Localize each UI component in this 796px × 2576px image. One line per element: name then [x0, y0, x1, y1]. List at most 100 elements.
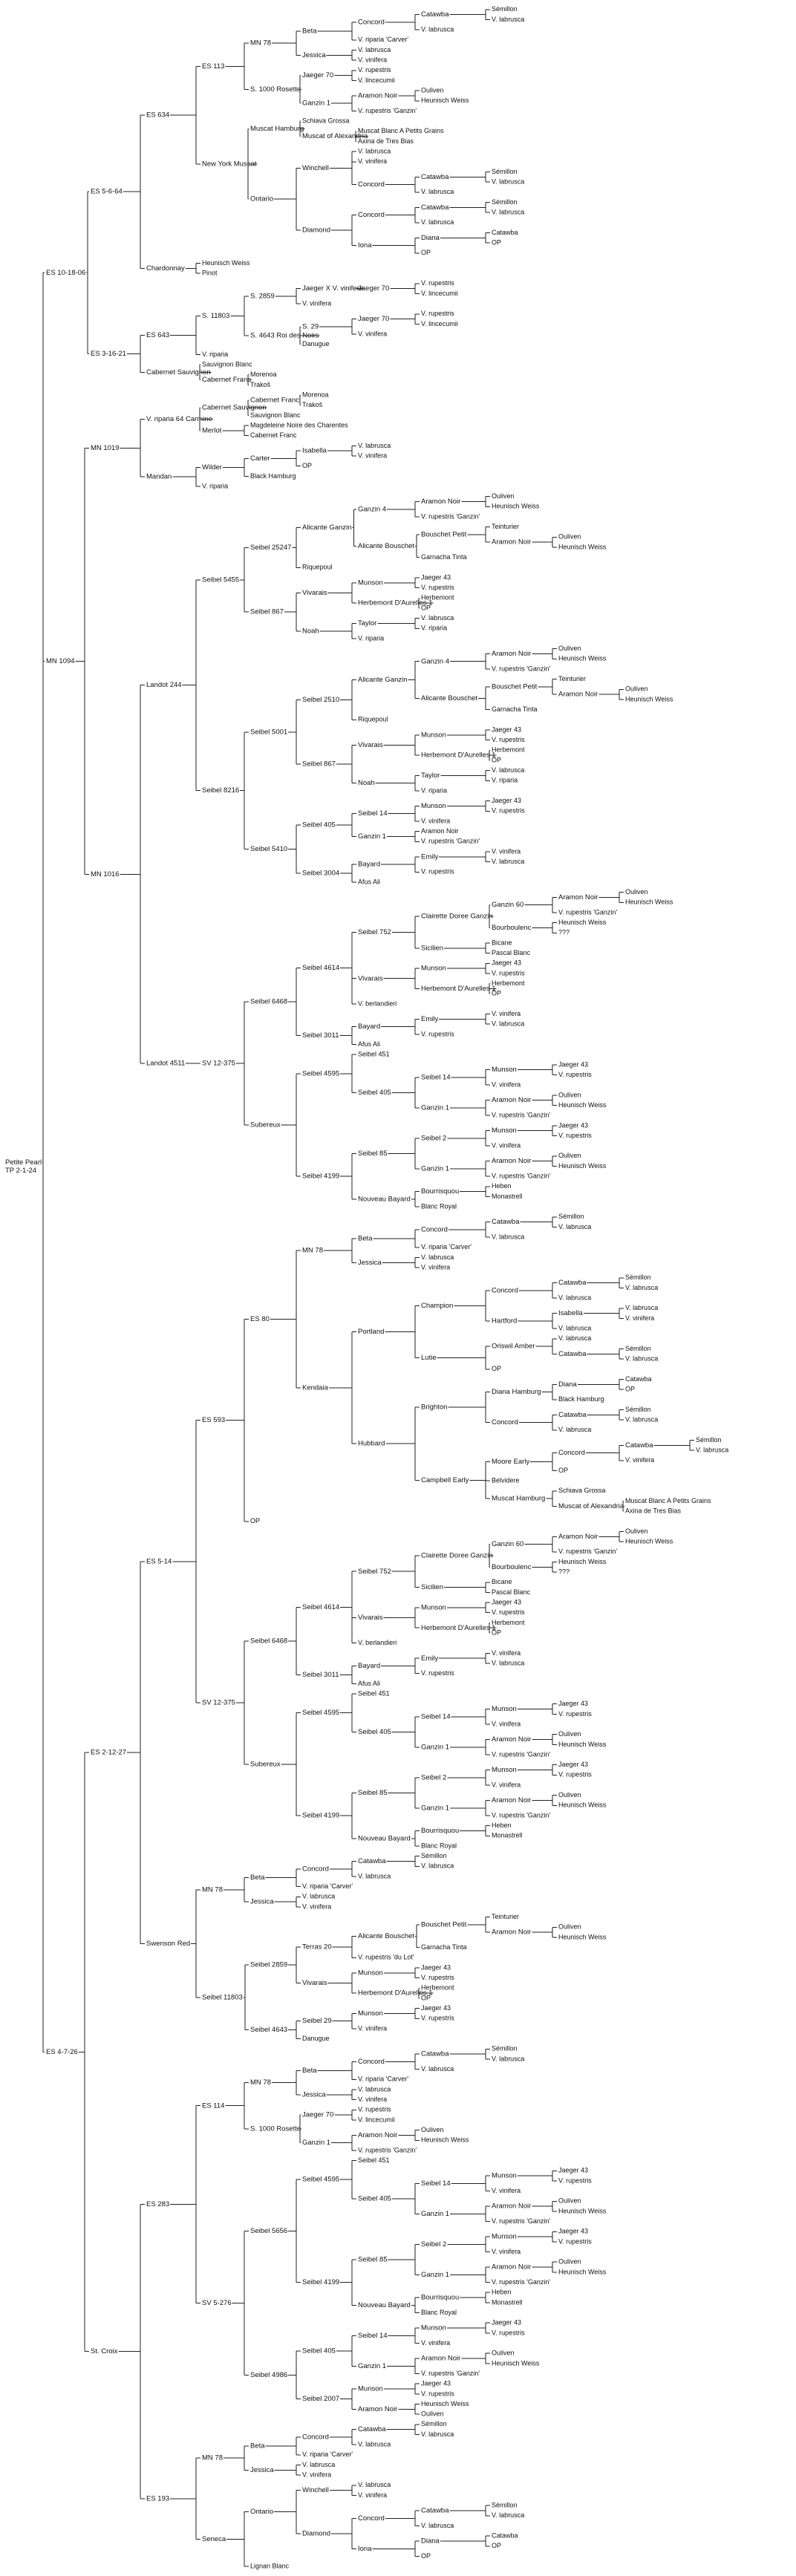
parent-node-seibel-4199: Seibel 4199: [302, 1812, 339, 1820]
leaf-node-catawba: Catawba: [492, 229, 518, 236]
parent-node-sicilien: Sicilien: [421, 944, 443, 952]
parent-node-beta: Beta: [250, 1874, 265, 1882]
parent-node-aramon-noir: Aramon Noir: [558, 1533, 598, 1541]
leaf-node-v-vinifera: V. vinifera: [358, 157, 387, 165]
parent-node-es-4-7-26: ES 4-7-26: [46, 2048, 78, 2056]
leaf-node-v-rupestris-ganzin: V. rupestris 'Ganzin': [421, 838, 480, 845]
parent-node-jaeger-70: Jaeger 70: [302, 2111, 333, 2119]
leaf-node-v-labrusca: V. labrusca: [625, 1355, 658, 1363]
parent-node-noah: Noah: [302, 627, 319, 635]
parent-node-jessica: Jessica: [302, 2090, 326, 2099]
leaf-node-heunisch-weiss: Heunisch Weiss: [625, 1537, 673, 1545]
parent-node-bourrisquou: Bourrisquou: [421, 2294, 459, 2302]
leaf-node-catawba: Catawba: [625, 1375, 652, 1383]
parent-node-seibel-85: Seibel 85: [358, 2255, 388, 2263]
leaf-node-v-vinifera: V. vinifera: [492, 2248, 521, 2255]
parent-node-alicante-ganzin: Alicante Ganzin: [302, 524, 352, 532]
leaf-node-muscat-blanc-a-petits-grains: Muscat Blanc A Petits Grains: [625, 1497, 711, 1504]
parent-node-seibel-405: Seibel 405: [302, 2347, 336, 2355]
leaf-node-ouliven: Ouliven: [625, 1527, 648, 1535]
parent-node-ganzin-60: Ganzin 60: [492, 901, 523, 909]
parent-node-bayard: Bayard: [358, 1662, 380, 1670]
leaf-node-herbemont: Herbemont: [421, 1984, 454, 1992]
leaf-node-herbemont: Herbemont: [492, 1619, 525, 1626]
leaf-node-ouliven: Ouliven: [558, 1791, 581, 1799]
leaf-node-sauvignon-blanc: Sauvignon Blanc: [250, 411, 301, 419]
parent-node-seibel-14: Seibel 14: [421, 1712, 451, 1721]
leaf-node-jaeger-43: Jaeger 43: [492, 797, 521, 804]
leaf-node-v-labrusca: V. labrusca: [421, 26, 454, 33]
parent-node-seibel-85: Seibel 85: [358, 1789, 388, 1797]
leaf-node-v-labrusca: V. labrusca: [358, 2085, 391, 2093]
parent-node-jaeger-70: Jaeger 70: [358, 284, 389, 293]
leaf-node-muscat-blanc-a-petits-grains: Muscat Blanc A Petits Grains: [358, 127, 444, 134]
parent-node-munson: Munson: [492, 2172, 517, 2180]
leaf-node-v-labrusca: V. labrusca: [492, 208, 524, 215]
parent-node-seibel-2510: Seibel 2510: [302, 696, 339, 704]
parent-node-seibel-405: Seibel 405: [358, 2194, 391, 2202]
parent-node-aramon-noir: Aramon Noir: [358, 2405, 397, 2413]
parent-node-jaeger-70: Jaeger 70: [302, 71, 333, 79]
parent-node-subereux: Subereux: [250, 1760, 281, 1768]
leaf-node-heunisch-weiss: Heunisch Weiss: [558, 655, 607, 662]
parent-node-munson: Munson: [492, 1705, 517, 1713]
leaf-node-magdeleine-noire-des-charentes: Magdeleine Noire des Charentes: [250, 421, 348, 428]
parent-node-seibel-4986: Seibel 4986: [250, 2371, 287, 2379]
leaf-node-v-vinifera: V. vinifera: [492, 2187, 521, 2194]
leaf-node-v-lincecumii: V. lincecumii: [358, 2116, 395, 2123]
leaf-node-s-millon: Sémillon: [492, 198, 518, 206]
leaf-node-pascal-blanc: Pascal Blanc: [492, 949, 531, 956]
parent-node-kendaia: Kendaia: [302, 1383, 329, 1392]
parent-node-catawba: Catawba: [358, 2425, 386, 2433]
leaf-node-s-millon: Sémillon: [421, 1852, 447, 1859]
leaf-node-node: ???: [558, 1568, 570, 1575]
parent-node-vivarais: Vivarais: [358, 1614, 383, 1622]
leaf-node-jaeger-43: Jaeger 43: [492, 1598, 521, 1605]
parent-node-landot-4511: Landot 4511: [146, 1060, 185, 1068]
leaf-node-heunisch-weiss: Heunisch Weiss: [558, 1801, 607, 1809]
parent-node-es-114: ES 114: [202, 2101, 224, 2110]
leaf-node-op: OP: [625, 1386, 635, 1393]
parent-node-sv-12-375: SV 12-375: [202, 1060, 235, 1068]
parent-node-ganzin-60: Ganzin 60: [492, 1540, 523, 1548]
leaf-node-ouliven: Ouliven: [558, 1152, 581, 1159]
parent-node-new-york-muscat: New York Muscat: [202, 160, 257, 168]
parent-node-sicilien: Sicilien: [421, 1583, 443, 1591]
leaf-node-v-vinifera: V. vinifera: [492, 847, 521, 855]
parent-node-ganzin-1: Ganzin 1: [421, 1103, 449, 1112]
leaf-node-v-rupestris: V. rupestris: [358, 2106, 391, 2113]
leaf-node-v-labrusca: V. labrusca: [302, 1893, 335, 1900]
leaf-node-s-millon: Sémillon: [558, 1213, 584, 1220]
leaf-node-v-berlandieri: V. berlandieri: [358, 1000, 397, 1007]
leaf-node-v-riparia-carver: V. riparia 'Carver': [421, 1243, 472, 1250]
leaf-node-v-labrusca: V. labrusca: [358, 1872, 391, 1879]
leaf-node-v-rupestris-ganzin: V. rupestris 'Ganzin': [358, 107, 417, 114]
leaf-node-axina-de-tres-bias: Axina de Tres Bias: [358, 137, 414, 145]
leaf-node-op: OP: [302, 462, 312, 469]
parent-node-aramon-noir: Aramon Noir: [492, 538, 531, 547]
leaf-node-v-rupestris: V. rupestris: [421, 2390, 454, 2397]
leaf-node-ouliven: Ouliven: [558, 1730, 581, 1738]
leaf-node-v-riparia-carver: V. riparia 'Carver': [358, 2076, 408, 2083]
leaf-node-jaeger-43: Jaeger 43: [558, 2167, 588, 2174]
leaf-node-monastrell: Monastrell: [492, 1832, 523, 1839]
parent-node-jessica: Jessica: [302, 51, 326, 59]
leaf-node-ouliven: Ouliven: [421, 2410, 444, 2418]
leaf-node-v-riparia-carver: V. riparia 'Carver': [358, 36, 408, 43]
parent-node-mn-78: MN 78: [202, 1885, 223, 1894]
leaf-node-cabernet-franc: Cabernet Franc: [250, 431, 297, 439]
leaf-node-heunisch-weiss: Heunisch Weiss: [558, 1101, 607, 1109]
leaf-node-jaeger-43: Jaeger 43: [558, 1761, 588, 1768]
parent-node-ganzin-1: Ganzin 1: [302, 2139, 330, 2147]
leaf-node-v-berlandieri: V. berlandieri: [358, 1639, 397, 1646]
parent-node-seibel-6468: Seibel 6468: [250, 1637, 287, 1645]
parent-node-aramon-noir: Aramon Noir: [421, 498, 460, 506]
leaf-node-v-riparia-carver: V. riparia 'Carver': [302, 1882, 353, 1890]
parent-node-diana: Diana: [558, 1380, 578, 1389]
parent-node-diamond: Diamond: [302, 2529, 330, 2537]
leaf-node-v-rupestris-ganzin: V. rupestris 'Ganzin': [492, 2278, 550, 2286]
leaf-node-heunisch-weiss: Heunisch Weiss: [558, 2268, 607, 2275]
parent-node-concord: Concord: [358, 18, 385, 26]
parent-node-nouveau-bayard: Nouveau Bayard: [358, 2301, 411, 2309]
leaf-node-ouliven: Ouliven: [558, 1923, 581, 1931]
